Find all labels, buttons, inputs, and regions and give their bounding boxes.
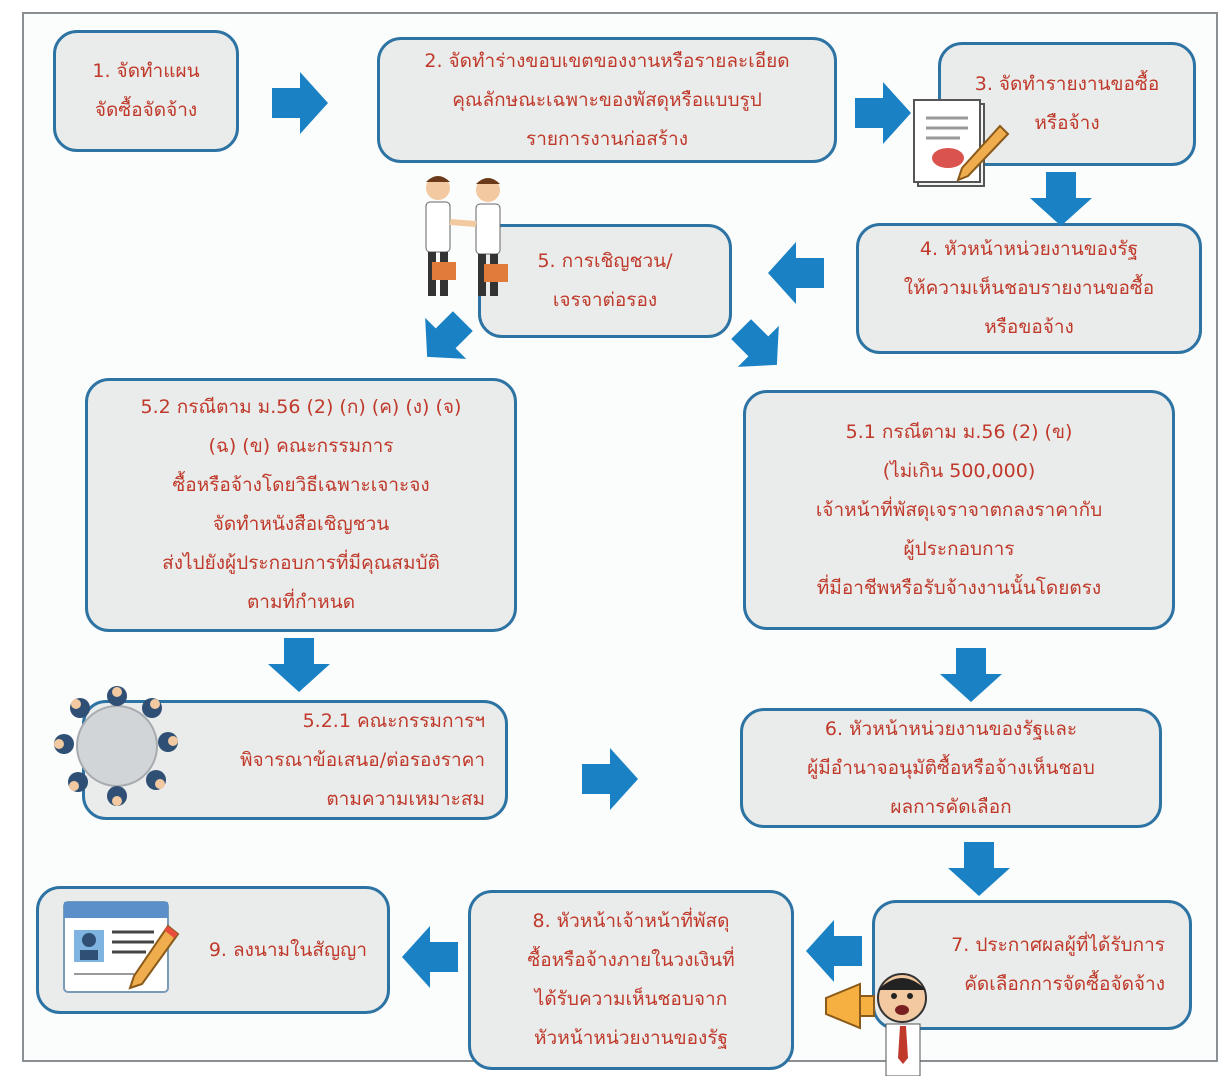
step-5-2-line: (ฉ) (ข) คณะกรรมการ	[208, 435, 394, 457]
arrow-down-right	[730, 318, 788, 376]
megaphone-icon	[820, 968, 930, 1080]
step-5-2-line: 5.2 กรณีตาม ม.56 (2) (ก) (ค) (ง) (จ)	[140, 396, 462, 418]
step-5-1-line: เจ้าหน้าที่พัสดุเจราจาตกลงราคากับ	[815, 498, 1103, 521]
step-5-2-line: ส่งไปยังผู้ประกอบการที่มีคุณสมบัติ	[162, 552, 440, 574]
step-2-box: 2. จัดทำร่างขอบเขตของงานหรือรายละเอียด ค…	[377, 37, 837, 163]
step-2-line: คุณลักษณะเฉพาะของพัสดุหรือแบบรูป	[452, 88, 762, 111]
arrow-down	[268, 638, 330, 692]
step-6-line: ผู้มีอำนาจอนุมัติซื้อหรือจ้างเห็นชอบ	[807, 756, 1095, 779]
step-7-box: 7. ประกาศผลผู้ที่ได้รับการ คัดเลือกการจั…	[872, 900, 1192, 1030]
arrow-right	[272, 72, 328, 134]
step-3-line: 3. จัดทำรายงานขอซื้อ	[974, 73, 1160, 95]
step-6-box: 6. หัวหน้าหน่วยงานของรัฐและ ผู้มีอำนาจอน…	[740, 708, 1162, 828]
step-4-line: 4. หัวหน้าหน่วยงานของรัฐ	[919, 238, 1139, 260]
step-8-line: หัวหน้าหน่วยงานของรัฐ	[534, 1027, 728, 1049]
step-8-line: ได้รับความเห็นชอบจาก	[534, 988, 728, 1010]
step-5-line: เจรจาต่อรอง	[552, 289, 658, 311]
document-pencil-icon	[912, 96, 1012, 196]
step-8-line: ซื้อหรือจ้างภายในวงเงินที่	[527, 949, 735, 971]
contract-card-icon	[58, 896, 184, 1004]
step-9-line: 9. ลงนามในสัญญา	[208, 938, 367, 961]
step-6-line: ผลการคัดเลือก	[890, 795, 1012, 818]
step-5-2-line: ซื้อหรือจ้างโดยวิธีเฉพาะเจาะจง	[172, 474, 430, 496]
step-5-1-line: 5.1 กรณีตาม ม.56 (2) (ข)	[845, 420, 1073, 443]
step-8-box: 8. หัวหน้าเจ้าหน้าที่พัสดุ ซื้อหรือจ้างภ…	[468, 890, 794, 1070]
handshake-icon	[414, 172, 514, 306]
arrow-down	[948, 842, 1010, 896]
step-7-line: คัดเลือกการจัดซื้อจัดจ้าง	[964, 973, 1165, 995]
step-8-line: 8. หัวหน้าเจ้าหน้าที่พัสดุ	[532, 910, 730, 932]
step-1-line: จัดซื้อจัดจ้าง	[94, 99, 198, 121]
meeting-table-icon	[52, 684, 182, 812]
step-7-line: 7. ประกาศผลผู้ที่ได้รับการ	[951, 934, 1165, 956]
step-5-2-line: ตามที่กำหนด	[246, 591, 356, 613]
step-1-box: 1. จัดทำแผน จัดซื้อจัดจ้าง	[53, 30, 239, 152]
arrow-down-left	[416, 310, 474, 368]
step-2-line: 2. จัดทำร่างขอบเขตของงานหรือรายละเอียด	[424, 49, 790, 72]
arrow-down	[1030, 172, 1092, 226]
step-5-2-line: จัดทำหนังสือเชิญชวน	[212, 513, 390, 535]
step-1-line: 1. จัดทำแผน	[92, 60, 200, 82]
arrow-left	[806, 920, 862, 982]
step-4-line: ให้ความเห็นชอบรายงานขอซื้อ	[903, 277, 1155, 299]
step-5-1-line: ผู้ประกอบการ	[903, 537, 1015, 560]
arrow-right	[855, 82, 911, 144]
arrow-right	[582, 748, 638, 810]
step-4-line: หรือขอจ้าง	[984, 316, 1074, 338]
step-5-1-box: 5.1 กรณีตาม ม.56 (2) (ข) (ไม่เกิน 500,00…	[743, 390, 1175, 630]
arrow-left	[402, 926, 458, 988]
step-5-2-1-line: 5.2.1 คณะกรรมการฯ	[302, 709, 485, 732]
step-5-box: 5. การเชิญชวน/ เจรจาต่อรอง	[478, 224, 732, 338]
step-5-1-line: ที่มีอาชีพหรือรับจ้างงานนั้นโดยตรง	[816, 576, 1102, 599]
step-6-line: 6. หัวหน้าหน่วยงานของรัฐและ	[824, 717, 1078, 740]
step-5-2-1-line: ตามความเหมาะสม	[326, 787, 485, 810]
step-2-line: รายการงานก่อสร้าง	[526, 127, 688, 150]
step-5-line: 5. การเชิญชวน/	[537, 250, 673, 272]
step-5-1-line: (ไม่เกิน 500,000)	[882, 459, 1036, 482]
step-5-2-1-line: พิจารณาข้อเสนอ/ต่อรองราคา	[239, 748, 485, 771]
step-3-line: หรือจ้าง	[1034, 112, 1100, 134]
step-5-2-box: 5.2 กรณีตาม ม.56 (2) (ก) (ค) (ง) (จ) (ฉ)…	[85, 378, 517, 632]
arrow-down	[940, 648, 1002, 702]
arrow-left	[768, 242, 824, 304]
step-4-box: 4. หัวหน้าหน่วยงานของรัฐ ให้ความเห็นชอบร…	[856, 223, 1202, 354]
